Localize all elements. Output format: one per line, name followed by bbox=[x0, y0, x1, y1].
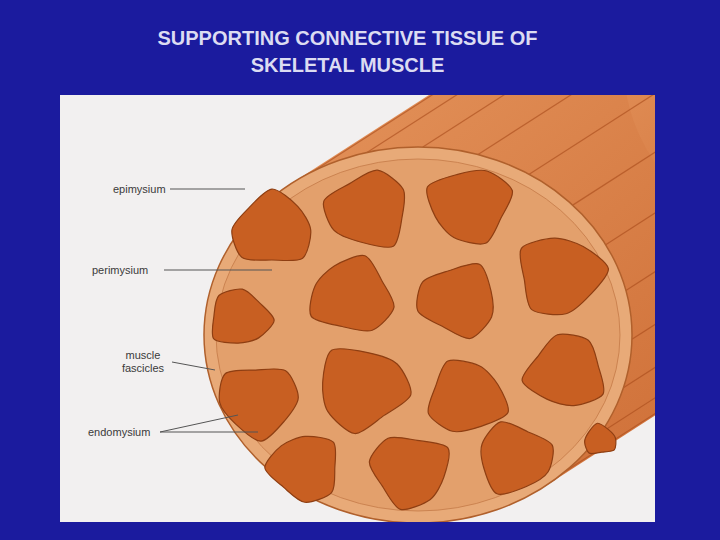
muscle-fascicle bbox=[585, 423, 616, 453]
muscle-fascicle bbox=[427, 170, 513, 244]
perimysium-face bbox=[216, 159, 620, 511]
fascicle-stripe bbox=[478, 95, 655, 155]
fascicle-stripe bbox=[632, 95, 655, 339]
muscle-bundle bbox=[204, 95, 655, 522]
fascicle-stripe bbox=[606, 95, 655, 245]
muscle-fascicle bbox=[212, 289, 274, 343]
fascicle-stripe bbox=[423, 95, 655, 147]
muscle-fascicle bbox=[522, 334, 604, 406]
muscle-fascicle bbox=[232, 189, 311, 261]
part-label: epimysium bbox=[113, 183, 166, 196]
muscle-fascicle bbox=[219, 369, 298, 441]
leader-lines bbox=[160, 189, 272, 432]
part-label: perimysium bbox=[92, 264, 148, 277]
leader-line bbox=[160, 432, 258, 433]
leader-line bbox=[172, 362, 215, 370]
muscle-fascicle bbox=[481, 422, 553, 495]
fascicle-stripe bbox=[367, 95, 655, 152]
muscle-fascicle bbox=[323, 349, 411, 434]
fascicle-stripe bbox=[573, 95, 655, 205]
leader-line bbox=[160, 415, 238, 432]
muscle-fascicle bbox=[369, 437, 449, 509]
muscle-fascicle bbox=[323, 170, 404, 247]
fascicle-stripe bbox=[529, 95, 655, 174]
muscle-fascicle bbox=[520, 238, 608, 314]
epimysium-face bbox=[204, 147, 632, 522]
muscle-fascicle bbox=[265, 436, 336, 502]
leader-line bbox=[164, 270, 272, 271]
part-label: muscle fascicles bbox=[116, 349, 170, 375]
slide-title: SUPPORTING CONNECTIVE TISSUE OF SKELETAL… bbox=[135, 25, 560, 79]
muscle-fascicle bbox=[428, 360, 508, 432]
fascicle-stripe bbox=[626, 95, 655, 290]
part-label: endomysium bbox=[88, 426, 150, 439]
leader-line bbox=[170, 189, 245, 190]
muscle-fascicle bbox=[417, 264, 493, 339]
muscle-fascicle bbox=[310, 255, 394, 331]
